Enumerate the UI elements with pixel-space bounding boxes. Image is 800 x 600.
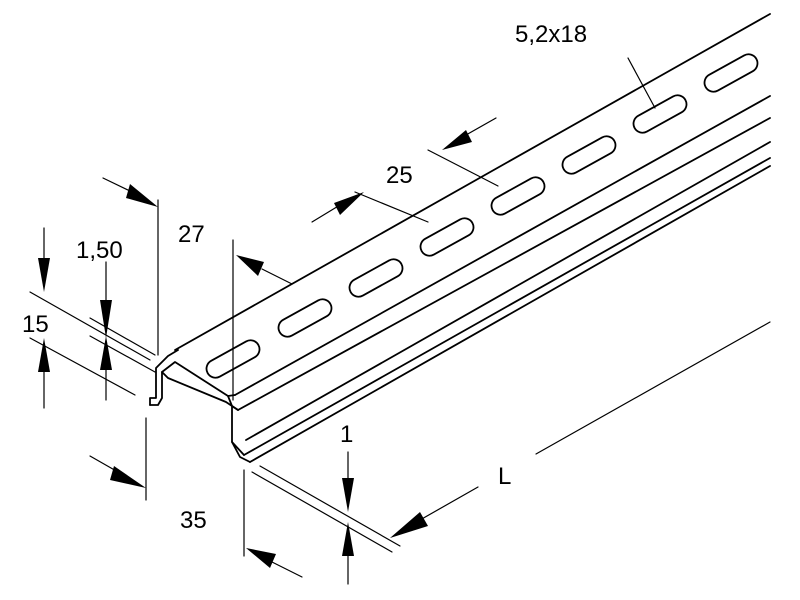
dim-pitch (311, 117, 499, 223)
dim-base-width (89, 417, 303, 578)
dim-thickness-top (89, 261, 156, 401)
slots (205, 53, 759, 379)
label-slot-pitch: 25 (386, 162, 413, 189)
dim-height (29, 227, 151, 409)
slot (348, 258, 404, 298)
label-flange-width: 27 (178, 221, 205, 248)
dim-slot-size (627, 57, 656, 109)
label-height: 15 (22, 311, 49, 338)
rail-body (149, 13, 771, 463)
dim-flange-width (102, 177, 293, 401)
label-length: L (498, 463, 511, 490)
slot (490, 176, 546, 216)
slot (632, 94, 688, 134)
dim-thickness-bottom (251, 451, 401, 585)
slot (561, 135, 617, 175)
label-base-width: 35 (180, 507, 207, 534)
slot (277, 298, 333, 338)
label-thickness-top: 1,50 (76, 237, 123, 264)
label-thickness-bottom: 1 (340, 421, 353, 448)
slot (419, 217, 475, 257)
slot (703, 53, 759, 93)
label-slot-size: 5,2x18 (515, 21, 587, 48)
dim-length (390, 321, 771, 538)
